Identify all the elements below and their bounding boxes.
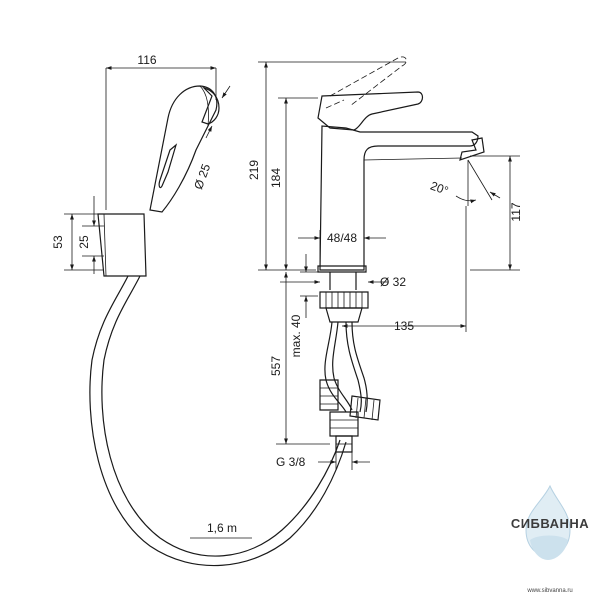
watermark-url: www.sibvanna.ru	[526, 588, 572, 594]
dim-117: 117	[509, 202, 523, 221]
dim-53: 53	[51, 235, 65, 249]
dim-max-40: max. 40	[289, 314, 303, 357]
dim-48-48: 48/48	[327, 231, 357, 245]
dim-25: 25	[77, 235, 91, 249]
watermark: СИБВАННА www.sibvanna.ru	[511, 484, 589, 594]
dim-116: 116	[137, 53, 156, 67]
dim-g-3-8: G 3/8	[276, 455, 306, 469]
dimension-lines	[64, 61, 520, 539]
hand-shower	[89, 85, 347, 567]
watermark-brand: СИБВАННА	[511, 516, 589, 531]
dim-20-degrees: 20°	[428, 179, 450, 198]
dim-135: 135	[394, 319, 414, 333]
dim-184: 184	[269, 168, 283, 188]
dimension-labels: 116 Ø 25 53 25 219 184 20° 117 48/48 Ø 3…	[51, 53, 523, 535]
dim-hose-length: 1,6 m	[207, 521, 237, 535]
dim-219: 219	[247, 160, 261, 180]
basin-mixer	[317, 56, 485, 453]
dim-diameter-32: Ø 32	[380, 275, 406, 289]
dim-557: 557	[269, 356, 283, 376]
dim-diameter-25: Ø 25	[191, 162, 213, 192]
